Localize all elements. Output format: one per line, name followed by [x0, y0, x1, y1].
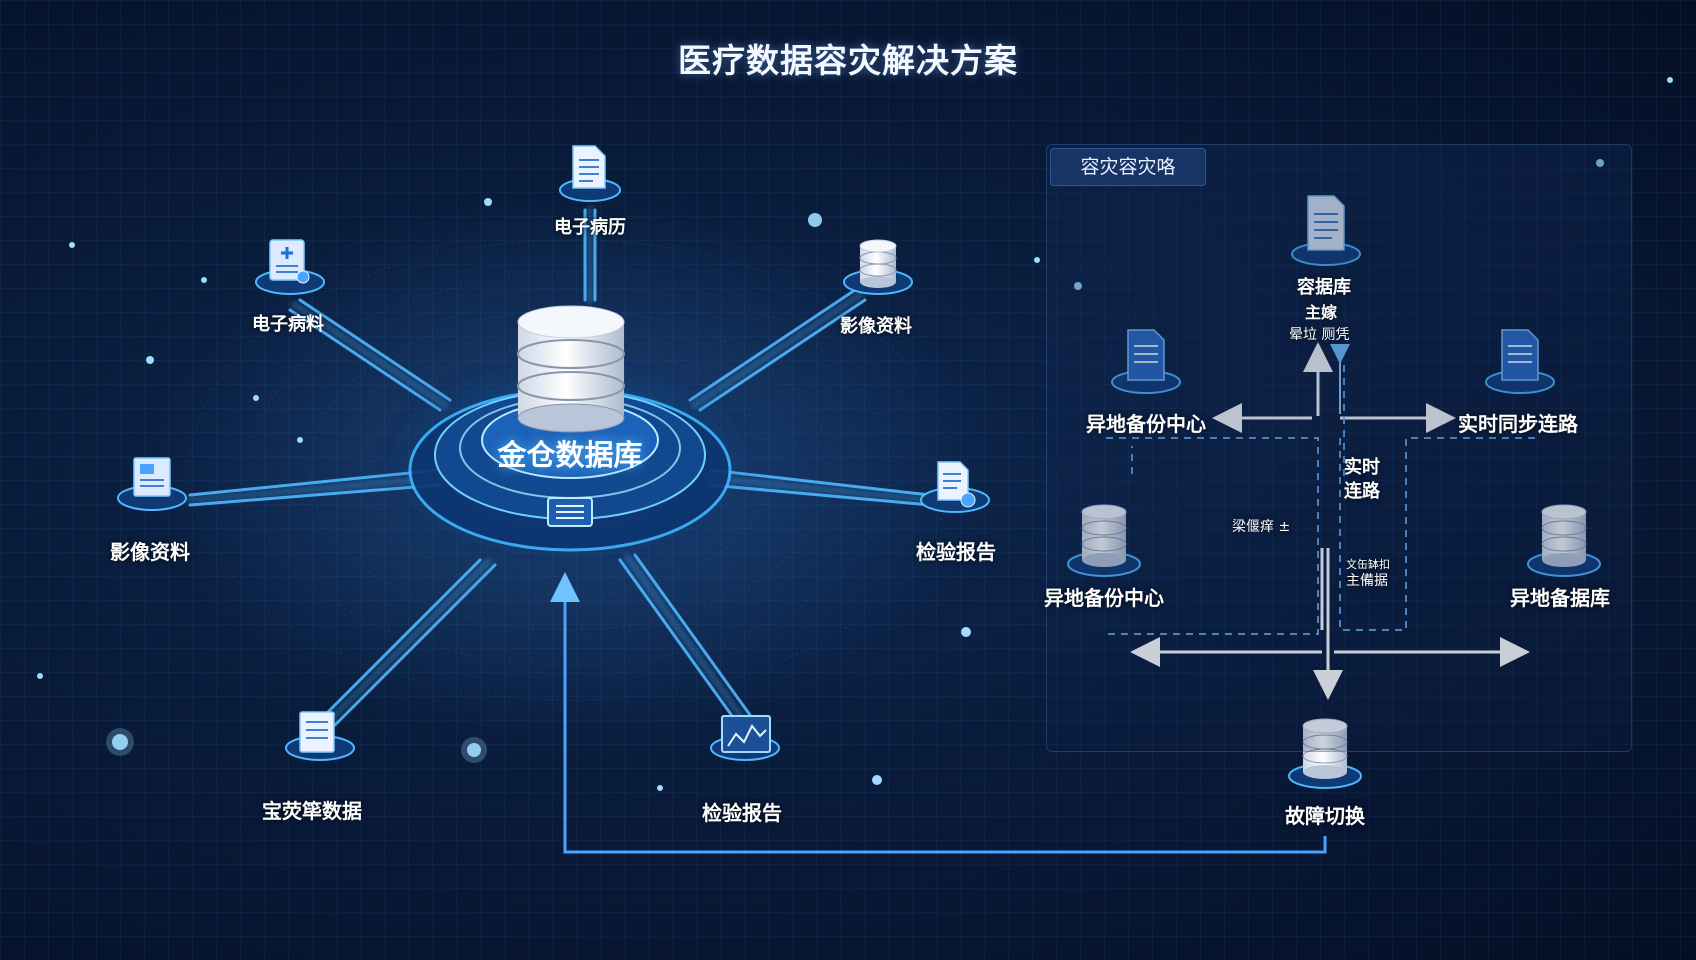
small-right-label-1: 文缶缽扣 [1346, 558, 1390, 571]
right-doc-label: 实时同步连路 [1458, 412, 1578, 436]
bottom-db-label: 故障切换 [1285, 804, 1365, 828]
lab-report-icon [937, 461, 976, 508]
node-label-emr: 电子病历 [554, 217, 626, 238]
panel-icons [1067, 195, 1601, 789]
medical-record-icon [269, 239, 310, 284]
failover-return-line [550, 572, 1327, 854]
top-node-line3: 晕垃 厕凭 [1289, 327, 1350, 343]
top-node-line1: 容据库 [1297, 277, 1351, 298]
image-report-icon [133, 457, 171, 497]
database-icon [859, 239, 897, 288]
panel-tab[interactable]: 容灾容灾咯 [1050, 148, 1206, 186]
hub-label: 金仓数据库 [497, 438, 643, 472]
node-label-top-right: 影像资料 [840, 316, 912, 337]
center-link-label: 实时 连路 [1344, 457, 1380, 502]
small-left-label: 梁偃痒 ± [1232, 519, 1291, 535]
chart-icon [721, 715, 771, 753]
panel-arrows [1130, 342, 1530, 700]
node-label-bottom-mid: 检验报告 [702, 801, 782, 825]
page-title: 医疗数据容灾解决方案 [678, 41, 1018, 80]
small-right-label-2: 主備据 [1346, 573, 1388, 589]
star-dots [37, 77, 1673, 791]
emr-document-icon [572, 145, 606, 189]
node-label-mid-right: 检验报告 [916, 540, 996, 564]
hub-database-icon [517, 305, 625, 433]
node-label-bottom-left: 宝荧筚数据 [262, 799, 362, 823]
left-db-label: 异地备份中心 [1044, 586, 1164, 610]
files-icon [299, 711, 335, 753]
left-doc-label: 异地备份中心 [1086, 412, 1206, 436]
panel-dashed-lines [1106, 360, 1540, 635]
top-node-line2: 主嫁 [1305, 303, 1338, 322]
node-label-mid-left: 影像资料 [110, 540, 190, 564]
hub-platform [370, 350, 770, 570]
node-label-top-left: 电子病料 [252, 314, 324, 335]
disaster-recovery-panel [1046, 144, 1632, 752]
right-db-label: 异地备据库 [1510, 586, 1610, 610]
